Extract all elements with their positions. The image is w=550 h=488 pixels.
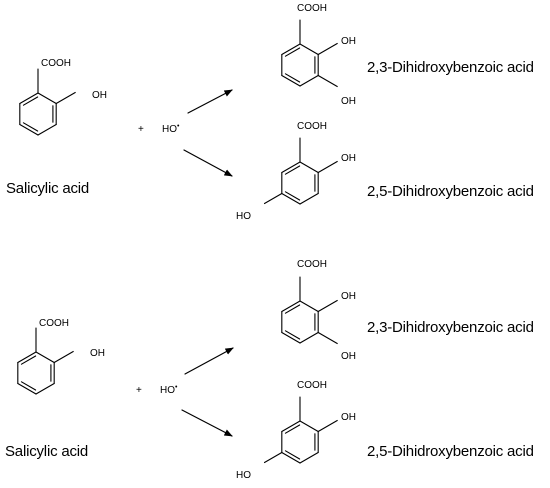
reactant-1-double-bond-3	[22, 122, 39, 132]
product-1b-ring-bond-3	[281, 192, 301, 205]
product-1b-ring-bond-2	[299, 192, 319, 205]
product-1b-oh-b-bond	[263, 192, 283, 205]
reactant-2-name: Salicylic acid	[5, 443, 89, 460]
product-2b-ring-bond-2	[299, 451, 319, 464]
product-2b-ring-bond-5	[281, 420, 301, 433]
product-2a-ring-bond-3	[281, 331, 301, 344]
product-2a-oh-a-bond	[317, 299, 338, 313]
product-2a-oh-b-label: OH	[341, 351, 356, 362]
radical-1-dot: •	[177, 123, 180, 130]
product-1b-double-bond-5	[284, 165, 301, 175]
arrow-2a	[184, 347, 234, 375]
product-2a-double-bond-5	[284, 304, 301, 314]
product-1a-cooh-label: COOH	[297, 3, 327, 14]
radical-2-text: HO	[160, 385, 175, 396]
product-2b-ring-bond-0	[299, 420, 319, 433]
product-1b-oh-a-label: OH	[341, 153, 356, 164]
product-1b-oh-a-bond	[317, 160, 338, 174]
product-1b-name: 2,5-Dihidroxybenzoic acid	[367, 183, 534, 200]
product-1b-ring-bond-0	[299, 161, 319, 174]
product-2b-name: 2,5-Dihidroxybenzoic acid	[367, 443, 534, 460]
product-2b-oh-b-label: HO	[236, 470, 251, 481]
reactant-2-ring-bond-5	[17, 351, 37, 364]
product-2b-ring-bond-3	[281, 451, 301, 464]
radical-2-label: HO•	[160, 384, 178, 396]
product-1a-oh-a-bond	[317, 42, 338, 56]
arrow-1b	[183, 149, 233, 177]
reactant-1-ring-bond-5	[19, 92, 39, 105]
product-2b-double-bond-5	[284, 424, 301, 434]
arrow-1a	[187, 89, 233, 114]
arrow-2b	[181, 409, 233, 437]
product-2a-oh-a-label: OH	[341, 291, 356, 302]
product-1a-ring-bond-0	[299, 43, 319, 56]
reactant-2-ring-bond-2	[35, 382, 55, 395]
product-2a-ring-bond-0	[299, 300, 319, 313]
product-1b-ring-bond-5	[281, 161, 301, 174]
radical-1-label: HO•	[162, 123, 180, 135]
product-2b-double-bond-3	[284, 450, 301, 460]
reactant-1-double-bond-5	[22, 96, 39, 106]
product-2a-name: 2,3-Dihidroxybenzoic acid	[367, 319, 534, 336]
reactant-2-double-bond-5	[20, 355, 37, 365]
product-1a-ring-bond-5	[281, 43, 301, 56]
product-1b-double-bond-3	[284, 191, 301, 201]
plus-sign-2: +	[136, 385, 142, 396]
reactant-1-cooh-label: COOH	[41, 58, 71, 69]
reactant-2-oh-label: OH	[90, 348, 105, 359]
product-2b-oh-a-label: OH	[341, 412, 356, 423]
reactant-2-oh-bond	[53, 350, 74, 364]
product-1b-oh-b-label: HO	[236, 211, 251, 222]
reactant-1-oh-bond	[55, 91, 76, 105]
product-1a-oh-b-label: OH	[341, 96, 356, 107]
reactant-1-ring-bond-2	[37, 123, 57, 136]
radical-1-text: HO	[162, 124, 177, 135]
product-2a-ring-bond-2	[299, 331, 319, 344]
product-2b-oh-b-bond	[263, 451, 283, 464]
product-2a-ring-bond-5	[281, 300, 301, 313]
reactant-1-name: Salicylic acid	[6, 180, 90, 197]
product-2a-double-bond-3	[284, 330, 301, 340]
product-1a-double-bond-3	[284, 73, 301, 83]
product-2b-cooh-label: COOH	[297, 380, 327, 391]
reactant-2-cooh-label: COOH	[39, 318, 69, 329]
plus-sign-1: +	[138, 124, 144, 135]
product-2a-oh-b-bond	[317, 331, 338, 345]
product-1a-double-bond-5	[284, 47, 301, 57]
reactant-2-double-bond-3	[20, 381, 37, 391]
radical-2-dot: •	[175, 384, 178, 391]
reactant-2-ring-bond-3	[17, 382, 37, 395]
reactant-1-ring-bond-0	[37, 92, 57, 105]
product-2b-oh-a-bond	[317, 419, 338, 433]
product-1a-oh-b-bond	[317, 74, 338, 88]
product-1a-ring-bond-3	[281, 74, 301, 87]
product-2a-cooh-label: COOH	[297, 259, 327, 270]
reactant-1-oh-label: OH	[92, 90, 107, 101]
reactant-1-ring-bond-3	[19, 123, 39, 136]
product-1a-name: 2,3-Dihidroxybenzoic acid	[367, 59, 534, 76]
product-1b-cooh-label: COOH	[297, 121, 327, 132]
product-1a-oh-a-label: OH	[341, 36, 356, 47]
reactant-2-ring-bond-0	[35, 351, 55, 364]
product-1a-ring-bond-2	[299, 74, 319, 87]
